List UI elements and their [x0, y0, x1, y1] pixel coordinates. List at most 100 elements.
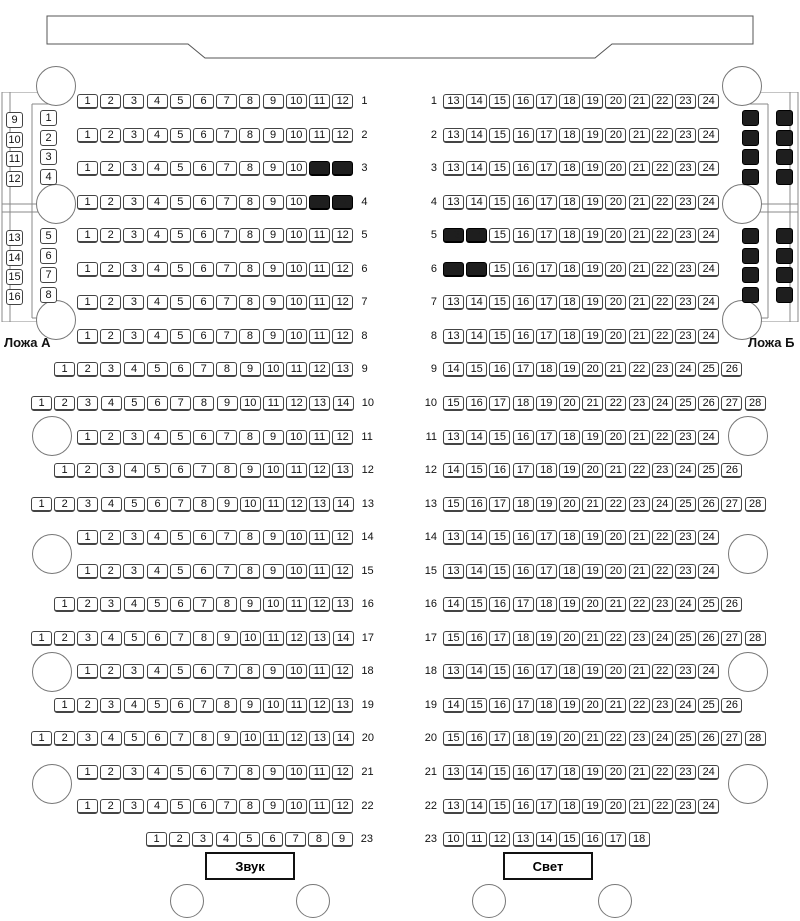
seat[interactable]: 22 [651, 798, 673, 814]
seat[interactable]: 26 [698, 630, 720, 646]
seat[interactable]: 20 [582, 697, 604, 713]
seat[interactable]: 2 [100, 161, 122, 177]
seat[interactable]: 20 [582, 597, 604, 613]
seat[interactable]: 23 [628, 731, 650, 747]
seat[interactable]: 15 [466, 362, 488, 378]
seat[interactable]: 14 [535, 832, 557, 848]
seat[interactable]: 8 [193, 395, 215, 411]
seat[interactable]: 9 [239, 697, 261, 713]
seat[interactable]: 20 [605, 798, 627, 814]
seat[interactable]: 28 [744, 731, 766, 747]
seat[interactable]: 1 [54, 362, 75, 378]
seat[interactable]: 8 [239, 228, 261, 244]
box-seat[interactable]: 7 [40, 267, 57, 283]
seat[interactable]: 17 [535, 664, 557, 680]
seat[interactable]: 13 [443, 798, 464, 814]
seat[interactable]: 20 [605, 228, 627, 244]
seat[interactable]: 17 [512, 362, 534, 378]
seat[interactable]: 1 [54, 597, 75, 613]
seat[interactable]: 20 [605, 328, 627, 344]
seat[interactable]: 21 [628, 429, 650, 445]
seat[interactable]: 24 [698, 161, 720, 177]
seat[interactable]: 7 [216, 563, 238, 579]
seat[interactable]: 1 [31, 630, 52, 646]
seat[interactable]: 14 [466, 429, 488, 445]
seat[interactable]: 25 [675, 731, 696, 747]
seat[interactable]: 10 [262, 362, 284, 378]
seat[interactable]: 23 [675, 563, 696, 579]
seat[interactable]: 8 [216, 463, 238, 479]
seat[interactable]: 20 [605, 664, 627, 680]
seat[interactable]: 27 [721, 731, 743, 747]
seat[interactable]: 8 [239, 563, 261, 579]
seat[interactable]: 7 [170, 496, 192, 512]
seat[interactable]: 14 [466, 228, 488, 244]
seat[interactable]: 9 [262, 563, 284, 579]
seat[interactable]: 5 [238, 832, 260, 848]
seat[interactable]: 14 [443, 697, 464, 713]
box-seat[interactable]: 2 [40, 129, 57, 146]
seat[interactable]: 3 [123, 798, 145, 814]
seat[interactable]: 15 [489, 530, 511, 546]
seat[interactable]: 5 [169, 429, 191, 445]
seat[interactable]: 13 [443, 127, 464, 143]
seat[interactable]: 19 [559, 597, 580, 613]
seat[interactable]: 25 [675, 395, 696, 411]
seat[interactable]: 17 [512, 463, 534, 479]
seat[interactable]: 8 [239, 127, 261, 143]
seat[interactable]: 21 [628, 94, 650, 109]
box-seat[interactable]: 14 [6, 249, 23, 266]
seat[interactable]: 22 [651, 664, 673, 680]
seat[interactable]: 9 [262, 530, 284, 546]
box-seat[interactable] [776, 228, 793, 244]
seat[interactable]: 10 [262, 597, 284, 613]
seat[interactable]: 19 [559, 697, 580, 713]
seat[interactable]: 22 [605, 630, 627, 646]
seat[interactable]: 22 [651, 94, 673, 109]
seat[interactable]: 17 [535, 328, 557, 344]
seat[interactable]: 3 [123, 429, 145, 445]
seat[interactable]: 9 [262, 228, 284, 244]
seat[interactable]: 1 [31, 395, 52, 411]
seat[interactable]: 2 [100, 127, 122, 143]
seat[interactable]: 24 [698, 295, 720, 311]
seat[interactable]: 9 [262, 328, 284, 344]
seat[interactable]: 16 [512, 94, 534, 109]
seat[interactable]: 10 [443, 832, 464, 848]
seat[interactable]: 14 [332, 731, 354, 747]
seat[interactable]: 20 [605, 530, 627, 546]
seat[interactable]: 4 [100, 630, 122, 646]
seat[interactable]: 13 [332, 597, 354, 613]
seat[interactable]: 18 [512, 731, 534, 747]
seat[interactable]: 27 [721, 630, 743, 646]
seat[interactable]: 13 [309, 395, 331, 411]
seat[interactable]: 1 [77, 194, 98, 210]
seat[interactable]: 10 [285, 798, 307, 814]
seat[interactable]: 24 [675, 362, 696, 378]
seat[interactable]: 11 [309, 261, 330, 277]
seat[interactable]: 6 [170, 362, 191, 378]
seat[interactable]: 22 [605, 731, 627, 747]
seat[interactable]: 17 [605, 832, 627, 848]
seat[interactable]: 9 [262, 127, 284, 143]
seat[interactable]: 11 [286, 697, 307, 713]
seat[interactable]: 11 [309, 194, 330, 210]
seat[interactable]: 21 [605, 597, 627, 613]
seat[interactable]: 3 [123, 161, 145, 177]
seat[interactable]: 8 [216, 697, 238, 713]
seat[interactable]: 24 [698, 127, 720, 143]
box-seat[interactable]: 9 [6, 112, 23, 128]
seat[interactable]: 6 [193, 563, 214, 579]
seat[interactable]: 24 [651, 496, 673, 512]
seat[interactable]: 1 [77, 295, 98, 311]
seat[interactable]: 16 [512, 127, 534, 143]
seat[interactable]: 5 [123, 395, 145, 411]
seat[interactable]: 6 [193, 328, 214, 344]
seat[interactable]: 6 [193, 295, 214, 311]
box-seat[interactable] [742, 168, 759, 185]
seat[interactable]: 22 [651, 194, 673, 210]
seat[interactable]: 5 [169, 295, 191, 311]
seat[interactable]: 15 [489, 765, 511, 780]
seat[interactable]: 9 [239, 463, 261, 479]
seat[interactable]: 19 [582, 429, 604, 445]
